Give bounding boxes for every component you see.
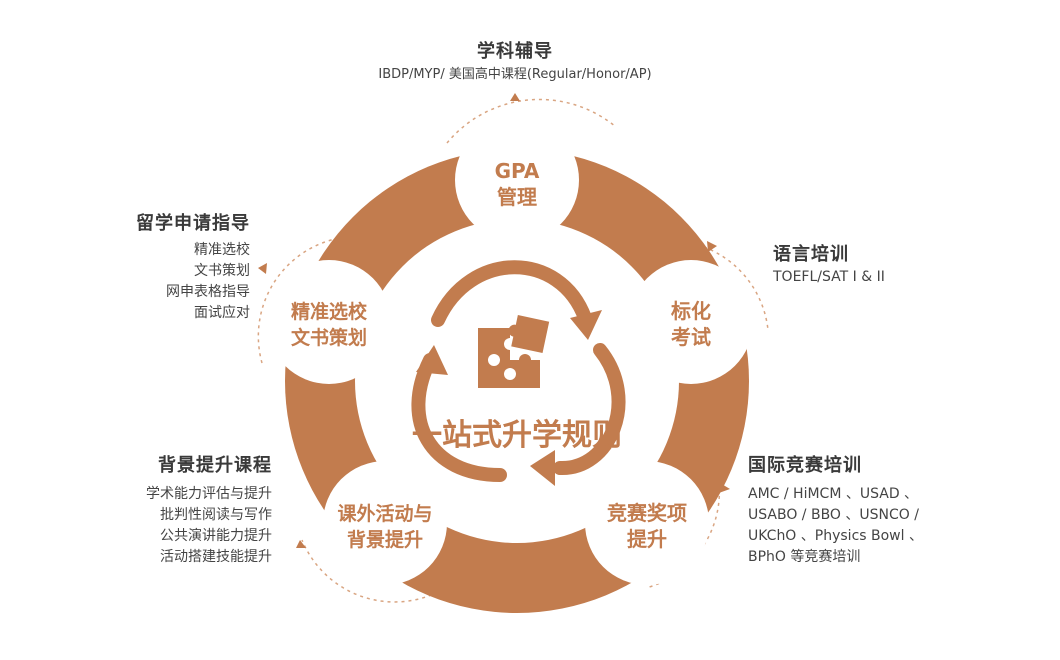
node-gpa[interactable]: GPA 管理 (455, 118, 579, 242)
node-apply-line-2: 文书策划 (291, 326, 367, 349)
label-left-line-2: 文书策划 (194, 263, 250, 279)
node-apply[interactable]: 精准选校 文书策划 (267, 260, 391, 384)
label-right-title: 语言培训 (773, 244, 849, 265)
label-bottom-left-line-2: 批判性阅读与写作 (160, 507, 272, 523)
node-activity-line-2: 背景提升 (347, 528, 423, 551)
node-gpa-line-1: GPA (495, 159, 540, 183)
puzzle-icon (478, 315, 550, 388)
label-bottom-left-line-4: 活动搭建技能提升 (160, 549, 272, 565)
label-bottom-right-title: 国际竞赛培训 (748, 455, 862, 476)
label-bottom-right-line-1: AMC / HiMCM 、USAD 、 (748, 486, 919, 502)
label-left-title: 留学申请指导 (136, 213, 250, 234)
label-bottom-left-line-1: 学术能力评估与提升 (146, 486, 272, 502)
label-left-line-1: 精准选校 (194, 242, 250, 258)
cycle-arrowheads (416, 310, 602, 486)
node-activity[interactable]: 课外活动与 背景提升 (323, 461, 447, 585)
node-activity-line-1: 课外活动与 (337, 502, 432, 525)
node-apply-line-1: 精准选校 (291, 300, 368, 323)
label-bottom-right-line-3: UKChO 、Physics Bowl 、 (748, 528, 923, 544)
node-language-line-1: 标化 (671, 299, 711, 323)
label-left-line-4: 面试应对 (194, 305, 250, 321)
node-language[interactable]: 标化 考试 (629, 260, 753, 384)
label-right: 语言培训 TOEFL/SAT I & II (773, 243, 885, 288)
label-bottom-left: 背景提升课程 学术能力评估与提升 批判性阅读与写作 公共演讲能力提升 活动搭建技… (80, 454, 272, 568)
center-title: 一站式升学规则 (412, 418, 622, 453)
label-top-title: 学科辅导 (477, 41, 553, 62)
node-language-line-2: 考试 (671, 325, 711, 349)
label-right-line: TOEFL/SAT I & II (773, 269, 885, 285)
label-left: 留学申请指导 精准选校 文书策划 网申表格指导 面试应对 (100, 212, 250, 324)
label-bottom-right-line-2: USABO / BBO 、USNCO / (748, 507, 919, 523)
node-competition-line-2: 提升 (627, 527, 667, 551)
label-bottom-right: 国际竞赛培训 AMC / HiMCM 、USAD 、 USABO / BBO 、… (748, 454, 923, 568)
label-left-line-3: 网申表格指导 (166, 284, 250, 300)
label-top-line: IBDP/MYP/ 美国高中课程(Regular/Honor/AP) (378, 67, 652, 82)
orbit-arrowhead-left (258, 263, 267, 274)
node-competition-line-1: 竞赛奖项 (607, 501, 687, 525)
orbit-arrowhead-top (510, 93, 520, 101)
node-competition[interactable]: 竞赛奖项 提升 (585, 461, 709, 585)
cycle-arrows-icon (411, 260, 626, 482)
orbit-arrowhead-bottom-left (296, 540, 306, 548)
label-bottom-right-line-4: BPhO 等竞赛培训 (748, 549, 861, 565)
label-top: 学科辅导 IBDP/MYP/ 美国高中课程(Regular/Honor/AP) (330, 40, 700, 85)
label-bottom-left-title: 背景提升课程 (158, 455, 272, 476)
orbit-arrowhead-right (707, 241, 717, 252)
label-bottom-left-line-3: 公共演讲能力提升 (160, 528, 272, 544)
node-gpa-line-2: 管理 (497, 185, 537, 209)
